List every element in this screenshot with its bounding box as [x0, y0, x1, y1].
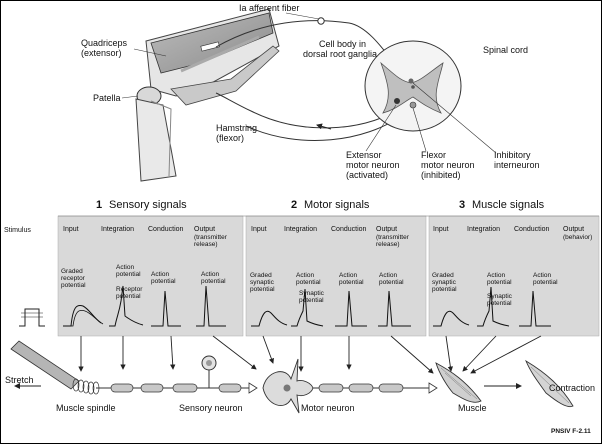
p3-cond-2: potential [533, 279, 558, 286]
section-2-title: Motor signals [304, 199, 370, 211]
contraction-label: Contraction [549, 383, 595, 393]
section-1-number: 1 [96, 199, 102, 211]
p2-graded-3: potential [250, 286, 275, 293]
p2-out: Action [379, 272, 397, 279]
p2-graded-2: synaptic [250, 279, 275, 286]
p1-cond: Action [151, 271, 169, 278]
p1-graded-3: potential [61, 282, 86, 289]
hamstring-label-2: (flexor) [216, 133, 244, 143]
p2-output-2: (transmitter [376, 234, 410, 241]
muscle-spindle-label: Muscle spindle [56, 403, 116, 413]
p1-graded-2: receptor [61, 275, 86, 282]
cell-body-label: Cell body in [319, 39, 366, 49]
p1-output-3: release) [194, 241, 217, 248]
section-2-number: 2 [291, 199, 297, 211]
p1-cond-2: potential [151, 278, 176, 285]
p3-integration: Integration [467, 226, 500, 233]
p3-output-2: (behavior) [563, 234, 592, 241]
p2-cond: Action [339, 272, 357, 279]
p3-graded-2: synaptic [432, 279, 457, 286]
p1-output: Output [194, 226, 215, 233]
inhibitory-interneuron [409, 79, 414, 84]
p2-cond-2: potential [339, 279, 364, 286]
p1-out-ap-2: potential [201, 278, 226, 285]
p1-rp: Receptor [116, 286, 143, 293]
p1-out-ap: Action [201, 271, 219, 278]
hamstring-label: Hamstring [216, 123, 257, 133]
p2-sp: Synaptic [299, 290, 325, 297]
p3-ap-2: potential [487, 279, 512, 286]
stretch-label: Stretch [5, 375, 34, 385]
p2-ap-2: potential [296, 279, 321, 286]
p2-input: Input [251, 226, 267, 233]
extensor-label-3: (activated) [346, 170, 388, 180]
flexor-label-3: (inhibited) [421, 170, 461, 180]
flexor-motor-neuron [410, 102, 416, 108]
section-1-title: Sensory signals [109, 199, 187, 211]
p3-sp-2: potential [487, 300, 512, 307]
spinal-cord-label: Spinal cord [483, 45, 528, 55]
p3-input: Input [433, 226, 449, 233]
p1-ap-top-2: potential [116, 271, 141, 278]
p2-output-3: release) [376, 241, 399, 248]
p1-output-2: (transmitter [194, 234, 228, 241]
extensor-label-2: motor neuron [346, 160, 400, 170]
quadriceps-label: Quadriceps [81, 38, 128, 48]
p2-integration: Integration [284, 226, 317, 233]
afferent-label: Ia afferent fiber [239, 3, 299, 13]
p1-conduction: Conduction [148, 226, 184, 233]
p2-graded: Graded [250, 272, 272, 279]
inhibitory-label-2: interneuron [494, 160, 540, 170]
p1-rp-2: potential [116, 293, 141, 300]
flexor-label: Flexor [421, 150, 446, 160]
p1-input: Input [63, 226, 79, 233]
flexor-label-2: motor neuron [421, 160, 475, 170]
inhibitory-label: Inhibitory [494, 150, 531, 160]
figure-id: PNSIV F-2.11 [551, 428, 591, 435]
extensor-motor-neuron [394, 98, 400, 104]
p3-graded: Graded [432, 272, 454, 279]
patella-label: Patella [93, 93, 121, 103]
extensor-label: Extensor [346, 150, 382, 160]
quadriceps-label-2: (extensor) [81, 48, 122, 58]
p3-graded-3: potential [432, 286, 457, 293]
p2-ap: Action [296, 272, 314, 279]
p3-cond: Action [533, 272, 551, 279]
sensory-neuron-label: Sensory neuron [179, 403, 243, 413]
p3-conduction: Conduction [514, 226, 550, 233]
motor-neuron-label: Motor neuron [301, 403, 355, 413]
p3-output: Output [563, 226, 584, 233]
cell-body-label-2: dorsal root ganglia [303, 49, 377, 59]
section-3-title: Muscle signals [472, 199, 545, 211]
leg-illustration [136, 9, 279, 181]
stimulus-step-icon [19, 309, 45, 326]
p1-integration: Integration [101, 226, 134, 233]
stimulus-label: Stimulus [4, 227, 31, 234]
p2-out-2: potential [379, 279, 404, 286]
p2-output: Output [376, 226, 397, 233]
p2-sp-2: potential [299, 297, 324, 304]
section-3-number: 3 [459, 199, 465, 211]
muscle-label: Muscle [458, 403, 487, 413]
p1-ap-top: Action [116, 264, 134, 271]
p1-graded: Graded [61, 268, 83, 275]
p3-ap: Action [487, 272, 505, 279]
spinal-cord [365, 41, 461, 131]
p2-conduction: Conduction [331, 226, 367, 233]
